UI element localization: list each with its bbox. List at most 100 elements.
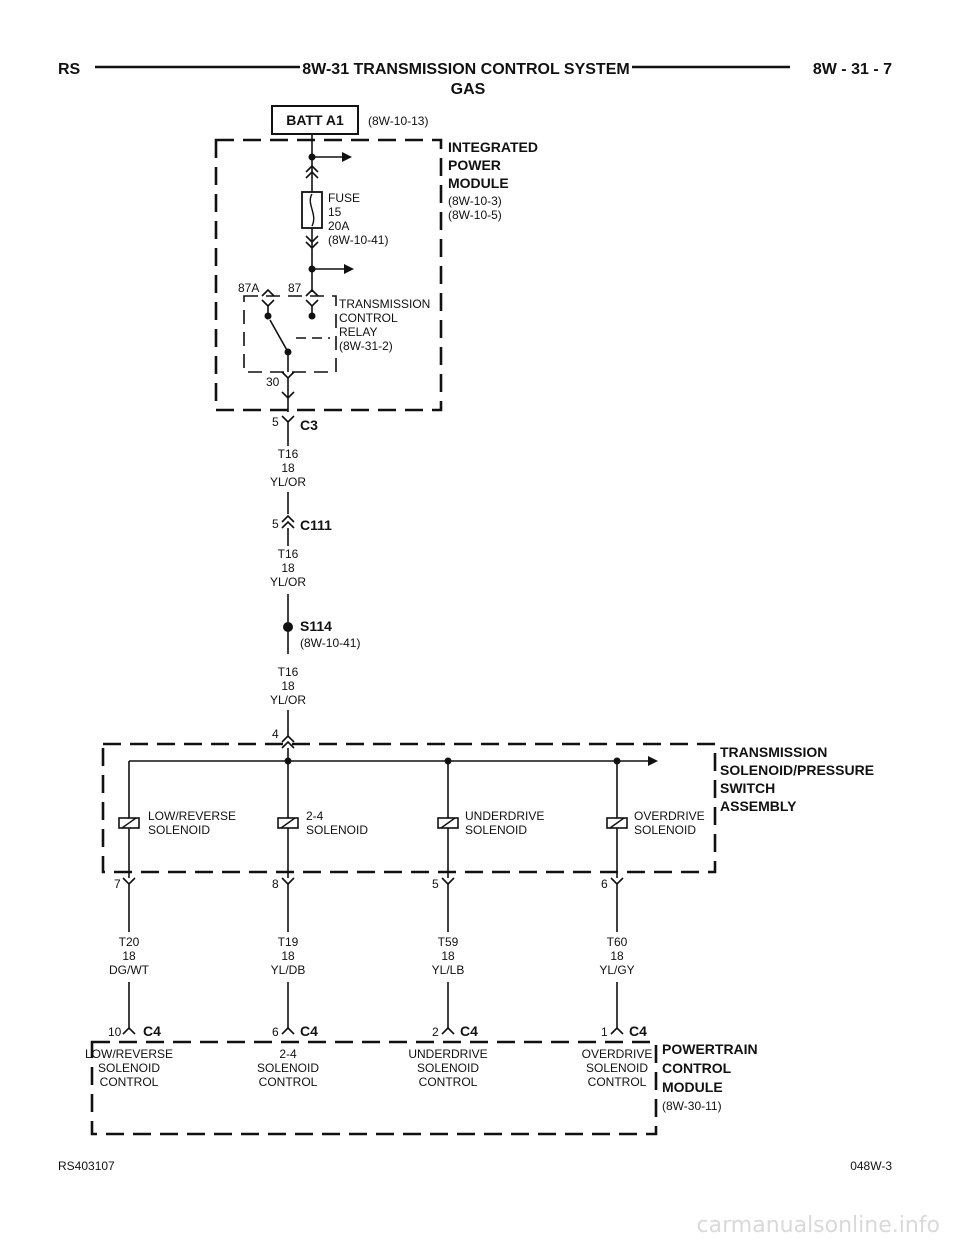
pcm-in4-l1: OVERDRIVE [582, 1047, 653, 1061]
ipm-label-1: INTEGRATED [448, 139, 538, 155]
tsa-bus-arrow [648, 756, 658, 766]
tsa-label-1: TRANSMISSION [720, 744, 827, 760]
c111-name: C111 [300, 517, 332, 533]
c3-name: C3 [300, 417, 318, 433]
pcm-in2-l3: CONTROL [259, 1075, 318, 1089]
relay-87a-contact [264, 312, 272, 320]
wire-sol1-circuit: T20 [119, 935, 140, 949]
arrow-head-top [342, 152, 352, 162]
c4-conn-2: C4 [300, 1023, 318, 1039]
relay-label-4: (8W-31-2) [339, 339, 393, 353]
sol2-label-2: SOLENOID [306, 823, 368, 837]
pcm-in4-l2: SOLENOID [586, 1061, 648, 1075]
sol4-pin: 6 [601, 877, 608, 891]
sol4-label-2: SOLENOID [634, 823, 696, 837]
s114-splice [283, 622, 293, 632]
pcm-label-3: MODULE [662, 1079, 723, 1095]
s114-ref: (8W-10-41) [300, 636, 360, 650]
relay-87-terminal [305, 288, 319, 297]
footer-right: 048W-3 [850, 1159, 892, 1173]
sol3-coil-slash [440, 817, 456, 829]
fuse-label-3: 20A [328, 219, 349, 233]
tsa-in-terminal [281, 734, 295, 743]
sol3-label-2: SOLENOID [465, 823, 527, 837]
c4-pin2: 2 [432, 1025, 439, 1039]
wire1-circuit: T16 [278, 447, 299, 461]
wire3-gauge: 18 [281, 679, 295, 693]
relay-boundary [243, 295, 337, 373]
c4-pin10: 10 [108, 1025, 122, 1039]
c111-pin: 5 [272, 517, 279, 531]
tsa-label-4: ASSEMBLY [720, 798, 797, 814]
pcm-boundary [90, 1040, 658, 1136]
relay-pin-30: 30 [266, 375, 280, 389]
pcm-ref: (8W-30-11) [662, 1099, 722, 1113]
relay-87a-terminal [261, 288, 275, 297]
pcm-in3-l3: CONTROL [419, 1075, 478, 1089]
wire-sol3-circuit: T59 [438, 935, 459, 949]
pcm-in3-l1: UNDERDRIVE [408, 1047, 487, 1061]
pcm-label-1: POWERTRAIN [662, 1041, 758, 1057]
pcm-in2-l1: 2-4 [279, 1047, 297, 1061]
sol2-pin-terminal [281, 877, 295, 886]
tsa-label-3: SWITCH [720, 780, 775, 796]
relay-87-contact [308, 312, 316, 320]
fuse-connector-top [305, 164, 319, 179]
relay-pin-87a: 87A [238, 281, 259, 295]
wire3-circuit: T16 [278, 665, 299, 679]
sol4-pin-terminal [610, 877, 624, 886]
pcm-in1-l2: SOLENOID [98, 1061, 160, 1075]
fuse-label-2: 15 [328, 205, 342, 219]
wire-sol2-circuit: T19 [278, 935, 299, 949]
watermark: carmanualsonline.info [697, 1213, 940, 1238]
relay-pin-87: 87 [288, 281, 302, 295]
batt-box [271, 105, 359, 135]
ipm-ref-2: (8W-10-5) [448, 208, 502, 222]
sol4-coil-slash [609, 817, 625, 829]
wire2-circuit: T16 [278, 547, 299, 561]
ipm-label-2: POWER [448, 157, 501, 173]
c4-pin1: 1 [601, 1025, 608, 1039]
wire-sol1-color: DG/WT [109, 963, 150, 977]
header-right: 8W - 31 - 7 [813, 61, 892, 78]
wire1-color: YL/OR [270, 475, 306, 489]
c3-pin: 5 [272, 415, 279, 429]
relay-label-1: TRANSMISSION [339, 297, 430, 311]
c4-pin1-terminal [610, 1026, 624, 1035]
sol3-pin-terminal [441, 877, 455, 886]
tsa-label-2: SOLENOID/PRESSURE [720, 762, 874, 778]
sol4-label-1: OVERDRIVE [634, 809, 705, 823]
header-subtitle: GAS [451, 81, 486, 98]
c111-connector-symbol [281, 514, 295, 529]
c4-conn-1: C4 [143, 1023, 161, 1039]
wire3-color: YL/OR [270, 693, 306, 707]
header-left: RS [58, 61, 81, 78]
relay-label-2: CONTROL [339, 311, 398, 325]
sol2-coil-slash [280, 817, 296, 829]
pcm-in1-l1: LOW/REVERSE [85, 1047, 173, 1061]
sol1-label-2: SOLENOID [148, 823, 210, 837]
pcm-in2-l2: SOLENOID [257, 1061, 319, 1075]
ipm-ref-1: (8W-10-3) [448, 194, 502, 208]
c4-pin2-terminal [441, 1026, 455, 1035]
ipm-label-3: MODULE [448, 175, 509, 191]
fuse-label-4: (8W-10-41) [328, 233, 388, 247]
wire-sol2-gauge: 18 [281, 949, 295, 963]
sol3-pin: 5 [432, 877, 439, 891]
wire-sol4-circuit: T60 [607, 935, 628, 949]
ipm-boundary [214, 138, 443, 412]
header-title: 8W-31 TRANSMISSION CONTROL SYSTEM [302, 61, 629, 78]
wire-sol4-color: YL/GY [599, 963, 634, 977]
pcm-in1-l3: CONTROL [100, 1075, 159, 1089]
wire-sol4-gauge: 18 [610, 949, 624, 963]
sol1-pin: 7 [114, 877, 121, 891]
relay-30-out-chevron [281, 391, 295, 400]
wire-sol3-gauge: 18 [441, 949, 455, 963]
fuse-label-1: FUSE [328, 191, 360, 205]
sol1-pin-terminal [122, 877, 136, 886]
tsa-in-terminal-inner [281, 740, 295, 749]
wire2-gauge: 18 [281, 561, 295, 575]
c4-pin10-terminal [122, 1026, 136, 1035]
relay-inner-chevrons [261, 299, 319, 308]
